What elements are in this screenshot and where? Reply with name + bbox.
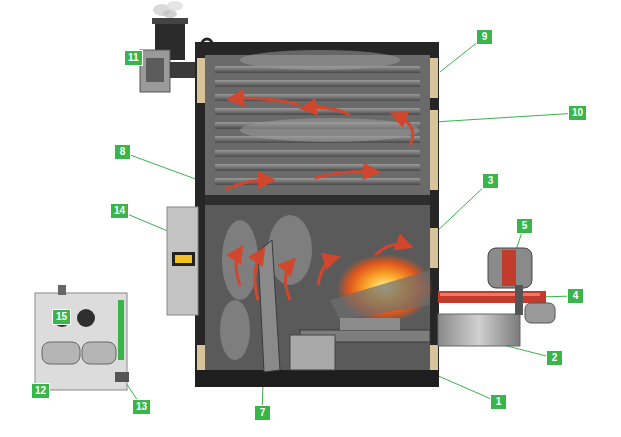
callout-number: 5 <box>516 218 533 234</box>
callout-number: 9 <box>476 29 493 45</box>
callout-number: 8 <box>114 144 131 160</box>
callout-number: 2 <box>546 350 563 366</box>
callout-number: 1 <box>490 394 507 410</box>
callout-number: 10 <box>568 105 587 121</box>
callout-number: 13 <box>132 399 151 415</box>
callout-number: 11 <box>124 50 143 66</box>
callout-number: 12 <box>31 383 50 399</box>
callout-number: 14 <box>110 203 129 219</box>
callout-number: 4 <box>567 288 584 304</box>
callout-number: 15 <box>52 309 71 325</box>
callout-number: 7 <box>254 405 271 421</box>
callout-number: 3 <box>482 173 499 189</box>
